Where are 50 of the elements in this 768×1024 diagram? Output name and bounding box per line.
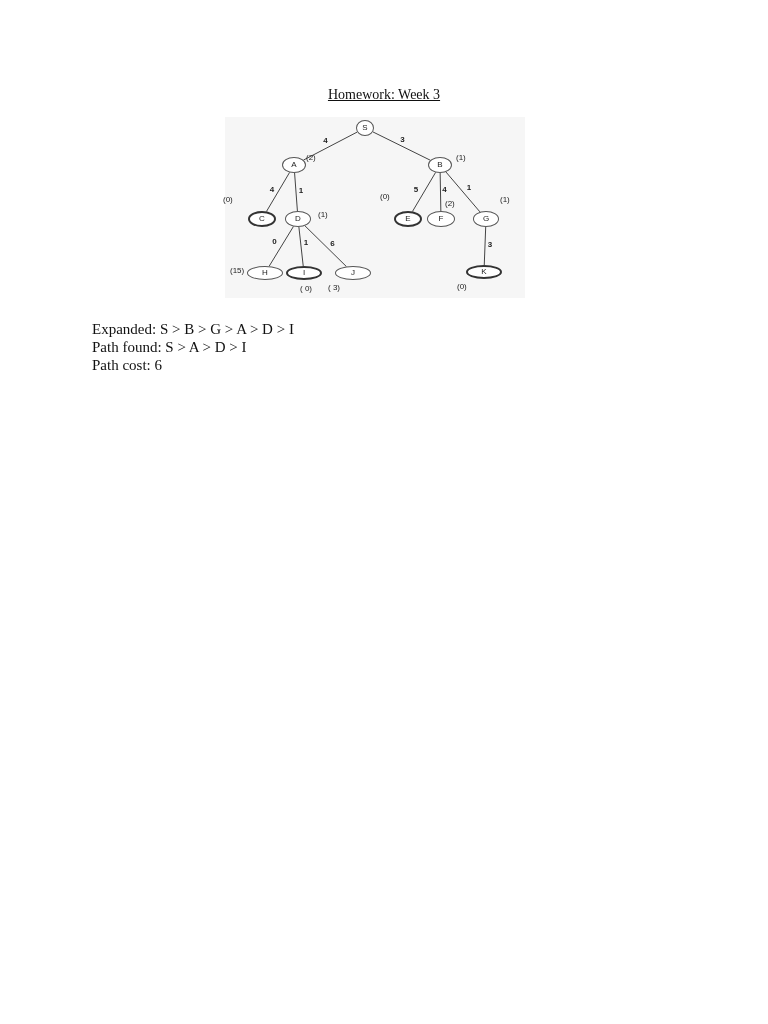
heuristic-value: (0) bbox=[457, 283, 467, 291]
node-label: F bbox=[438, 215, 444, 223]
edge-label: 4 bbox=[442, 186, 447, 194]
node-label: I bbox=[302, 269, 306, 277]
heuristic-value: (0) bbox=[223, 196, 233, 204]
node-label: J bbox=[351, 269, 355, 277]
edge-label: 4 bbox=[323, 136, 328, 145]
heuristic-value: (15) bbox=[230, 267, 245, 275]
node-label: S bbox=[362, 124, 368, 132]
edge-label: 5 bbox=[413, 186, 419, 194]
edge-line bbox=[294, 172, 298, 212]
node-ellipse bbox=[356, 120, 374, 136]
answer-text: Expanded: S > B > G > A > D > I bbox=[92, 321, 294, 338]
edge-line bbox=[483, 226, 487, 266]
heuristic-value: (2) bbox=[445, 200, 455, 208]
edge-label: 1 bbox=[303, 239, 309, 247]
heuristic-value: (1) bbox=[500, 196, 510, 204]
edge-line bbox=[372, 131, 431, 161]
edge-label: 0 bbox=[272, 238, 277, 246]
heuristic-value: (1) bbox=[318, 211, 328, 219]
node-label: D bbox=[295, 215, 301, 223]
edge-label: 4 bbox=[269, 186, 275, 194]
edge-line bbox=[302, 131, 358, 161]
node-label: C bbox=[259, 215, 265, 223]
heuristic-value: (0) bbox=[380, 193, 390, 201]
edge-label: 1 bbox=[466, 184, 472, 192]
edge-line bbox=[304, 225, 347, 267]
heuristic-value: ( 0) bbox=[300, 285, 312, 293]
node-label: A bbox=[291, 161, 297, 169]
node-label: B bbox=[437, 161, 443, 169]
edge-line bbox=[268, 226, 294, 267]
edge-line bbox=[298, 226, 304, 267]
title: Homework: Week 3 bbox=[326, 87, 442, 103]
edge-label: 1 bbox=[298, 187, 304, 195]
edge-line bbox=[412, 171, 437, 212]
edge-line bbox=[445, 171, 481, 213]
edge-label: 6 bbox=[330, 240, 335, 248]
node-label: G bbox=[482, 215, 490, 223]
node-label: H bbox=[262, 269, 268, 277]
edge-label: 3 bbox=[487, 240, 493, 249]
node-label: K bbox=[481, 268, 487, 276]
edge-label: 3 bbox=[400, 135, 405, 144]
heuristic-value: (1) bbox=[456, 154, 466, 162]
answer-text: Path found: S > A > D > I bbox=[92, 339, 247, 356]
answer-text: Path cost: 6 bbox=[92, 357, 162, 374]
heuristic-value: (2) bbox=[306, 154, 316, 162]
node-label: E bbox=[405, 215, 411, 223]
edge-line bbox=[266, 171, 291, 212]
heuristic-value: ( 3) bbox=[328, 284, 340, 292]
edge-line bbox=[439, 172, 442, 212]
